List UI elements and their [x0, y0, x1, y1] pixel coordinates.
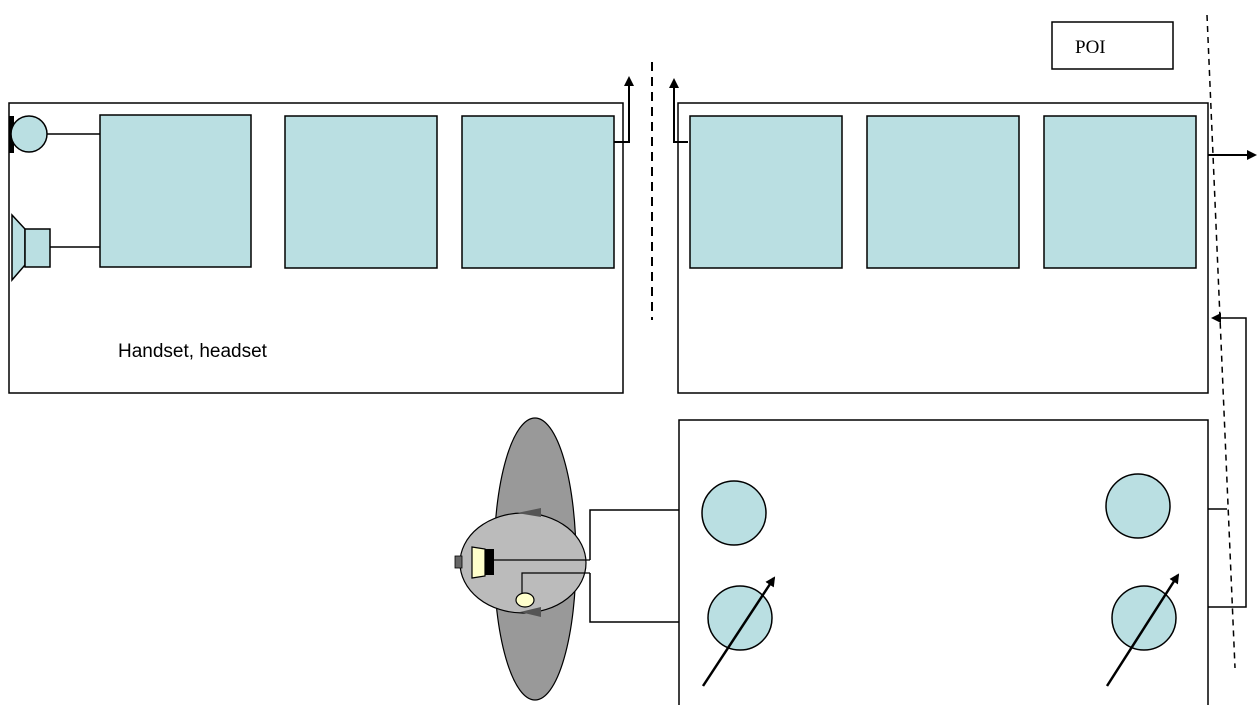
simulator-container — [678, 419, 1209, 705]
simulator-node-right-top — [1105, 473, 1171, 539]
poi-label: POI — [1075, 37, 1106, 58]
head-ear-connection — [589, 573, 679, 623]
right-block-1 — [689, 115, 843, 269]
variable-attenuator-icon — [1105, 573, 1180, 687]
loudspeaker-icon — [11, 213, 100, 283]
left-block-3 — [461, 115, 615, 269]
variable-attenuator-icon — [701, 576, 776, 687]
left-block-2 — [284, 115, 438, 269]
left-system-label: Handset, headset — [118, 341, 268, 362]
poi-boundary-line — [1206, 14, 1236, 669]
right-input-arrow — [669, 78, 688, 143]
left-output-arrow — [614, 76, 634, 143]
head-and-torso-simulator-icon — [454, 417, 590, 701]
right-block-3 — [1043, 115, 1197, 269]
head-mouth-connection — [589, 509, 679, 560]
poi-box: POI — [1051, 21, 1174, 70]
microphone-icon — [9, 115, 100, 153]
left-block-1 — [99, 114, 252, 268]
simulator-node-left-top — [701, 480, 767, 546]
right-block-2 — [866, 115, 1020, 269]
return-path-arrow — [1208, 313, 1247, 608]
